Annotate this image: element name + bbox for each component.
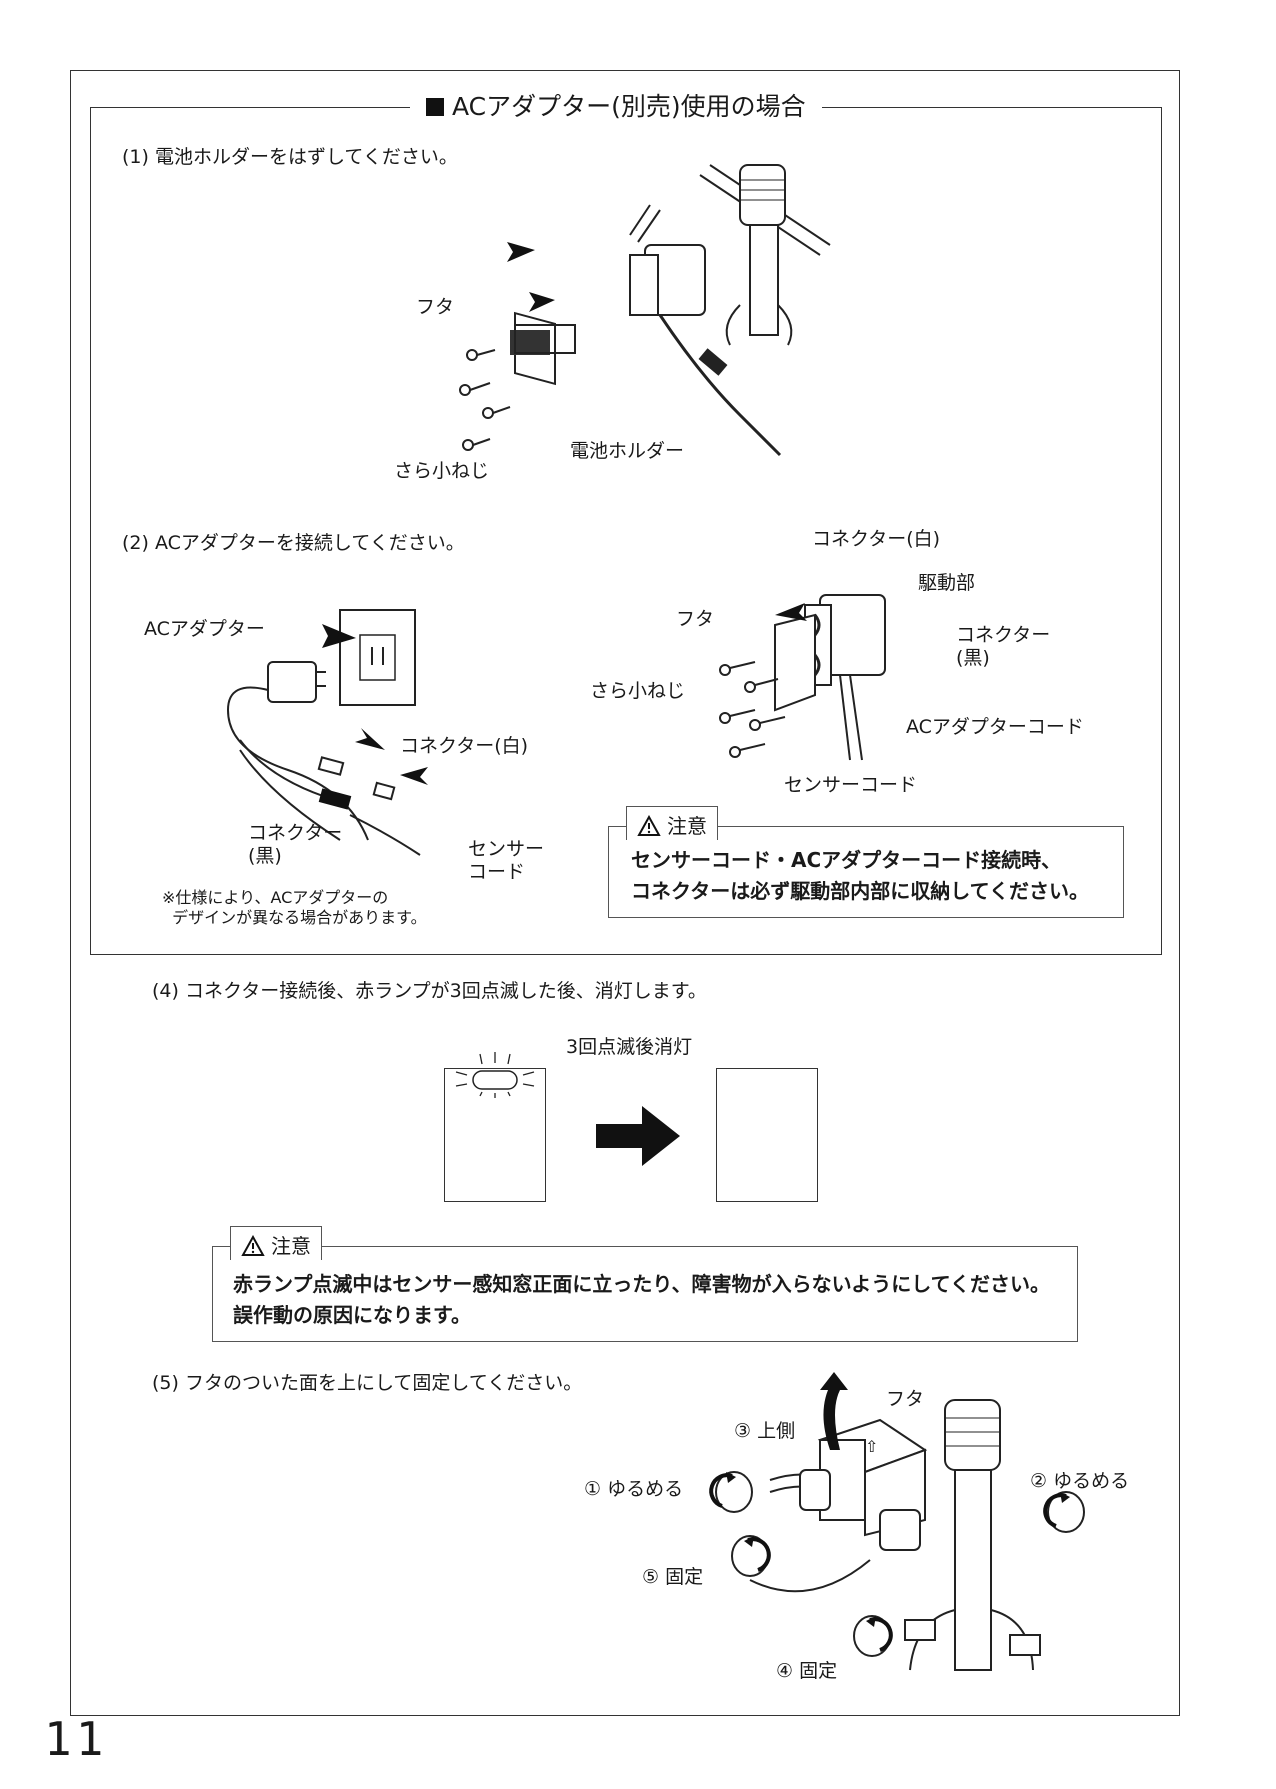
arrow-right-icon bbox=[596, 1106, 680, 1166]
step2-caution-text: センサーコード・ACアダプターコード接続時、 コネクターは必ず駆動部内部に収納し… bbox=[631, 848, 1089, 903]
step2-adapter-cord-label: ACアダプターコード bbox=[906, 716, 1084, 738]
blinking-lamp-icon bbox=[455, 1052, 535, 1098]
step4-diagram-label: 3回点滅後消灯 bbox=[566, 1036, 693, 1058]
step2-heading: (2) ACアダプターを接続してください。 bbox=[122, 532, 465, 554]
step5-fix5-label: ⑤ 固定 bbox=[642, 1566, 704, 1588]
step1-heading: (1) 電池ホルダーをはずしてください。 bbox=[122, 146, 458, 168]
battery-holder-removal-illustration bbox=[459, 164, 831, 457]
step2-drive-unit-label: 駆動部 bbox=[918, 572, 976, 594]
step2-right-lid-label: フタ bbox=[676, 608, 715, 630]
section-title: ACアダプター(別売)使用の場合 bbox=[410, 92, 822, 122]
lamp-off-panel bbox=[716, 1068, 818, 1202]
rotate-loosen-2-icon bbox=[1043, 1491, 1085, 1533]
step2-right-connector-black-label: コネクター (黒) bbox=[956, 624, 1051, 669]
step2-caution-tab: 注意 bbox=[626, 806, 718, 840]
step5-loosen1-label: ① ゆるめる bbox=[584, 1478, 684, 1500]
rotate-loosen-1-icon bbox=[709, 1471, 753, 1513]
step5-heading: (5) フタのついた面を上にして固定してください。 bbox=[152, 1372, 583, 1394]
square-bullet-icon bbox=[426, 98, 444, 116]
step1-screw-label: さら小ねじ bbox=[394, 460, 490, 482]
step2-left-connector-white-label: コネクター(白) bbox=[400, 735, 529, 757]
lamp-blinking-panel bbox=[444, 1068, 546, 1202]
step1-lid-label: フタ bbox=[416, 296, 455, 318]
step5-up-label: ③ 上側 bbox=[734, 1420, 796, 1442]
step2-design-note: ※仕様により、ACアダプターの デザインが異なる場合があります。 bbox=[162, 888, 427, 927]
page-number: 11 bbox=[44, 1712, 108, 1766]
step4-caution-text: 赤ランプ点滅中はセンサー感知窓正面に立ったり、障害物が入らないようにしてください… bbox=[233, 1272, 1050, 1327]
step2-right-connector-white-label: コネクター(白) bbox=[812, 528, 941, 550]
step2-sensor-cord-label: センサーコード bbox=[784, 774, 918, 796]
step2-right-screw-label: さら小ねじ bbox=[590, 680, 686, 702]
warning-triangle-icon bbox=[241, 1234, 265, 1256]
drive-unit-connector-illustration bbox=[719, 594, 886, 761]
step2-caution-box: センサーコード・ACアダプターコード接続時、 コネクターは必ず駆動部内部に収納し… bbox=[608, 826, 1124, 918]
step4-caution-tab: 注意 bbox=[230, 1226, 322, 1260]
step4-heading: (4) コネクター接続後、赤ランプが3回点滅した後、消灯します。 bbox=[152, 980, 707, 1002]
step2-left-sensor-cord-label: センサー コード bbox=[468, 838, 545, 883]
step2-left-connector-black-label: コネクター (黒) bbox=[248, 822, 343, 867]
step5-fix4-label: ④ 固定 bbox=[776, 1660, 838, 1682]
svg-text:⇧: ⇧ bbox=[865, 1437, 878, 1456]
step5-loosen2-label: ② ゆるめる bbox=[1030, 1470, 1130, 1492]
step4-caution-box: 赤ランプ点滅中はセンサー感知窓正面に立ったり、障害物が入らないようにしてください… bbox=[212, 1246, 1078, 1342]
step2-adapter-label: ACアダプター bbox=[144, 618, 265, 640]
step1-battery-holder-label: 電池ホルダー bbox=[570, 440, 685, 462]
step5-lid-label: フタ bbox=[886, 1388, 925, 1410]
warning-triangle-icon bbox=[637, 814, 661, 836]
drive-unit-fixing-illustration: ⇧ bbox=[749, 1372, 1041, 1671]
rotate-fix-4-icon bbox=[853, 1615, 893, 1657]
page-frame bbox=[70, 70, 1180, 1716]
rotate-fix-5-icon bbox=[731, 1535, 771, 1577]
ac-adapter-connection-illustration bbox=[226, 609, 428, 856]
